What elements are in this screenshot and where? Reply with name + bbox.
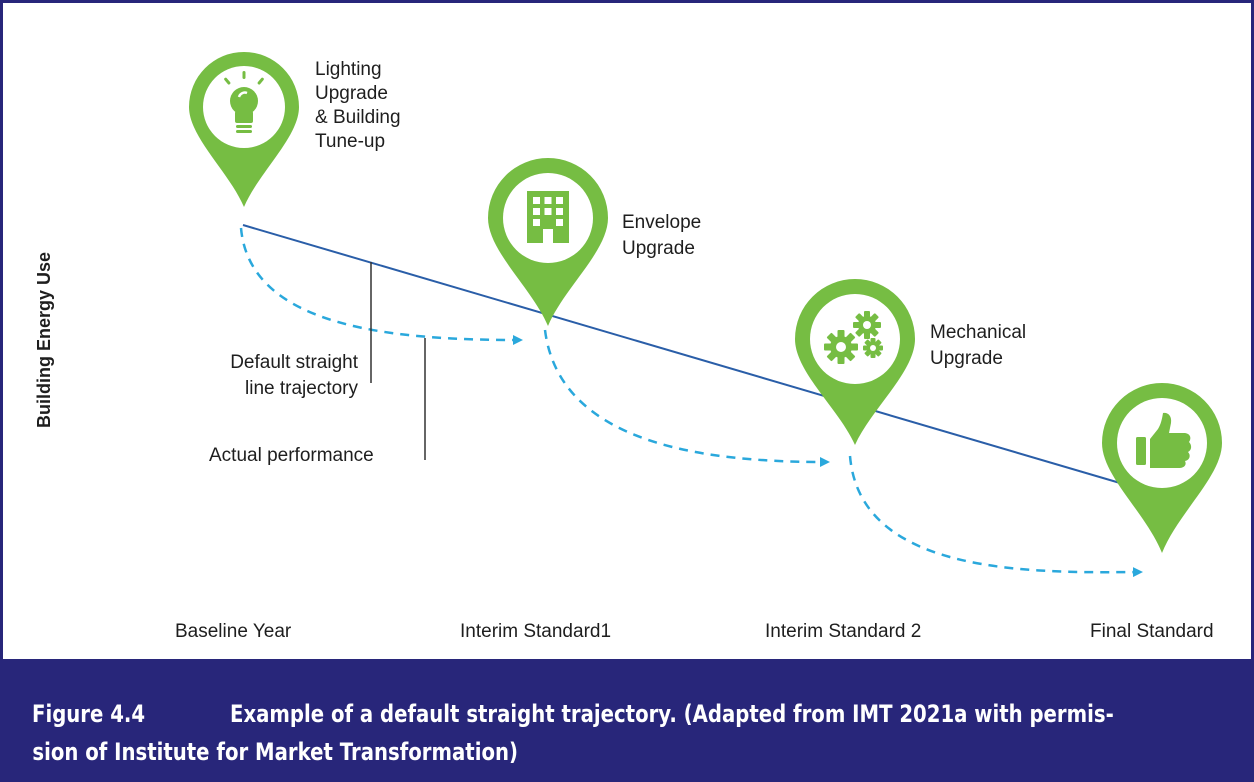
x-axis-label-baseline: Baseline Year — [175, 621, 292, 642]
milestone-1-label-line: Lighting — [315, 59, 382, 80]
milestone-pin-lighting — [189, 51, 299, 207]
x-axis-label-interim-2: Interim Standard 2 — [765, 621, 922, 642]
actual-performance-callout: Actual performance — [209, 445, 374, 466]
milestone-3-label-line: Upgrade — [930, 348, 1003, 369]
lightbulb-icon — [224, 71, 264, 133]
trajectory-diagram — [189, 51, 1222, 578]
milestone-2-label-line: Upgrade — [622, 238, 695, 259]
figure-caption: Figure 4.4 Example of a default straight… — [0, 659, 1254, 782]
milestone-2-label: Envelope Upgrade — [622, 210, 701, 262]
figure-caption-line: sion of Institute for Market Transformat… — [32, 738, 518, 766]
x-axis-label-interim-1: Interim Standard1 — [460, 621, 612, 642]
thumbs-up-icon — [1136, 412, 1192, 468]
actual-performance-segment-1 — [239, 227, 523, 345]
figure-number: Figure 4.4 — [32, 700, 146, 728]
y-axis-label: Building Energy Use — [34, 251, 54, 429]
x-axis-label-final: Final Standard — [1090, 621, 1214, 642]
default-line-callout-line: Default straight — [230, 352, 358, 373]
actual-performance-segment-2 — [543, 329, 830, 467]
building-icon — [527, 191, 569, 243]
milestone-1-label-line: & Building — [315, 107, 401, 128]
milestone-2-label-line: Envelope — [622, 212, 702, 233]
milestone-1-label-line: Tune-up — [315, 131, 386, 152]
default-line-callout: Default straight line trajectory — [208, 350, 358, 402]
milestone-pin-envelope — [488, 158, 608, 326]
actual-performance-curve — [239, 227, 1143, 578]
milestone-1-label-line: Upgrade — [315, 83, 388, 104]
milestone-3-label: Mechanical Upgrade — [930, 320, 1026, 372]
milestone-pin-final — [1102, 383, 1222, 553]
figure-caption-text: Example of a default straight trajectory… — [32, 695, 1189, 771]
figure-caption-line: Example of a default straight trajectory… — [230, 700, 1114, 728]
milestone-pin-mechanical — [795, 279, 915, 445]
default-line-callout-line: line trajectory — [245, 378, 358, 399]
default-trajectory-line — [242, 224, 1121, 484]
gears-icon — [824, 311, 883, 364]
milestone-3-label-line: Mechanical — [930, 322, 1027, 343]
actual-performance-segment-3 — [848, 455, 1143, 578]
milestone-1-label: Lighting Upgrade & Building Tune-up — [315, 58, 401, 154]
